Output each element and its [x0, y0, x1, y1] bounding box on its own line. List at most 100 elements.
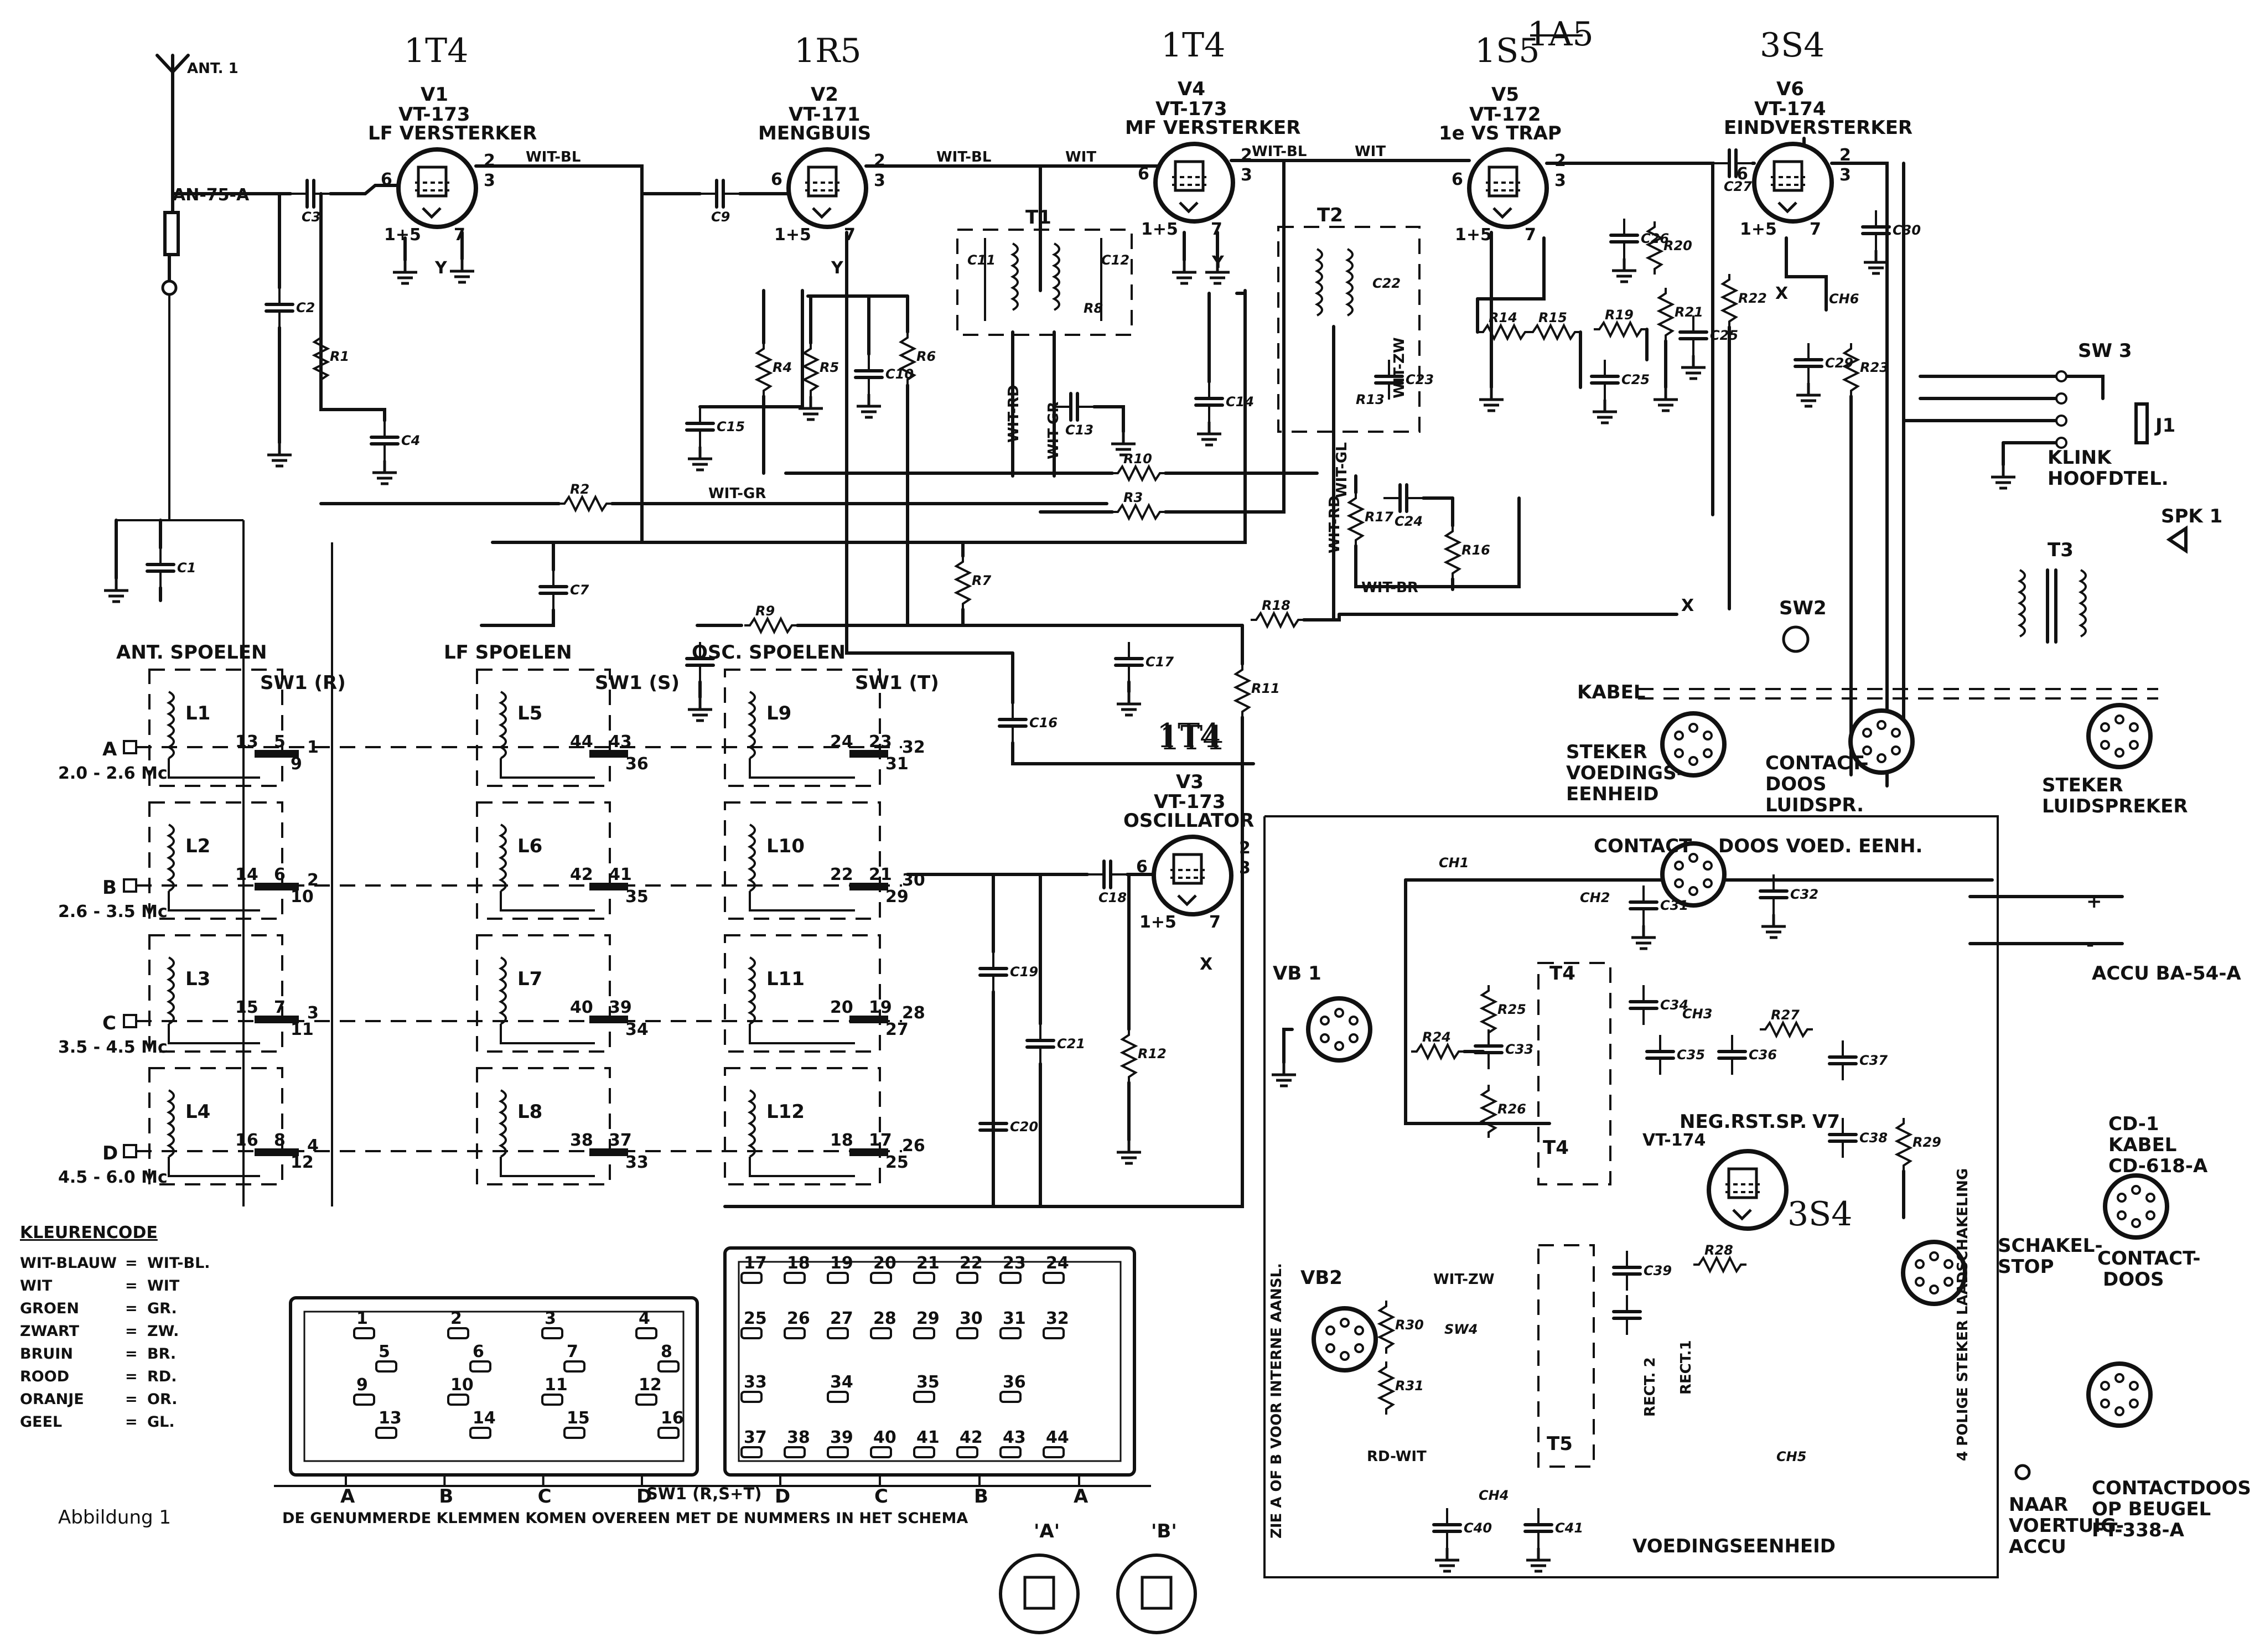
terminal-number: 17 [869, 1131, 892, 1150]
pin-label: 2 [874, 151, 885, 170]
band-letter: C [102, 1012, 116, 1034]
jack-caption: HOOFDTEL. [2048, 468, 2169, 490]
wafer-contact-number: 7 [567, 1342, 578, 1361]
wire [168, 1024, 260, 1044]
switch-label: SW2 [1779, 597, 1827, 619]
connector-caption: CONTACT- [2097, 1247, 2200, 1270]
wafer-contact-number: 22 [960, 1254, 983, 1273]
wafer-contact-number: 12 [639, 1375, 662, 1395]
ground-symbol [450, 259, 474, 282]
terminal-number: 26 [902, 1136, 925, 1156]
transformer-label: T2 [1317, 204, 1343, 226]
pin-marker: X [1775, 284, 1788, 303]
capacitor-label: C22 [1372, 276, 1401, 291]
wire [319, 384, 386, 422]
wire [1919, 375, 2105, 400]
capacitor-label: C14 [1226, 394, 1254, 410]
coil-can [148, 1067, 283, 1185]
wafer-contact-number: 24 [1046, 1254, 1069, 1273]
coil-can [476, 669, 611, 787]
wire [500, 1024, 595, 1044]
tube-handwritten-type: 3S4 [1760, 26, 1825, 65]
wire [749, 1157, 855, 1177]
capacitor-label: C33 [1505, 1042, 1533, 1057]
coil [1346, 248, 1354, 317]
battery-label: ACCU BA-54-A [2092, 962, 2241, 985]
resistor-label: R9 [755, 603, 775, 619]
switch-section-label: SW1 (S) [595, 672, 680, 694]
wafer-contact [1043, 1327, 1065, 1339]
choke-label: CH6 [1829, 291, 1859, 307]
inset-label: 'A' [1034, 1520, 1060, 1542]
wafer-contact [740, 1272, 763, 1284]
tube-function: MF VERSTERKER [1125, 117, 1300, 139]
pin-label: 1+5 [1141, 220, 1178, 239]
coil-group-title: OSC. SPOELEN [692, 641, 846, 664]
rf-coil [168, 824, 175, 892]
vacuum-tube-v5 [1469, 149, 1547, 227]
capacitor [1383, 485, 1423, 511]
wafer-contact-number: 28 [873, 1309, 896, 1328]
resistor-label: R17 [1365, 509, 1393, 525]
rectifier-label: RECT. 2 [1642, 1357, 1658, 1417]
wire-color-label: WIT-BL [936, 149, 991, 165]
speaker-label: SPK 1 [2161, 505, 2222, 527]
terminal-number: 25 [885, 1153, 909, 1172]
resistor-label: R11 [1251, 681, 1280, 696]
band-terminal [123, 878, 137, 893]
terminal-number: 22 [830, 865, 853, 884]
resistor [558, 496, 613, 511]
resistor-label: R23 [1860, 360, 1889, 375]
terminal-number: 19 [869, 998, 892, 1017]
capacitor [1614, 1251, 1640, 1291]
capacitor [700, 180, 740, 207]
wafer-contact [784, 1327, 806, 1339]
terminal-number: 16 [235, 1131, 258, 1150]
wafer-contact-number: 40 [873, 1428, 896, 1447]
capacitor-label: C30 [1893, 222, 1921, 238]
wire [1164, 289, 1286, 514]
ground-symbol [1526, 1548, 1551, 1571]
wafer-contact-number: 21 [916, 1254, 940, 1273]
vacuum-tube-v1 [398, 149, 476, 227]
ground-symbol [104, 578, 128, 602]
resistor [756, 342, 771, 397]
pin-label: 1+5 [384, 225, 421, 245]
capacitor [1719, 1035, 1745, 1075]
resistor-label: R25 [1497, 1002, 1526, 1017]
resistor [1235, 663, 1250, 718]
capacitor-label: C40 [1464, 1520, 1492, 1536]
terminal-number: 12 [291, 1153, 314, 1172]
switch-contact [255, 750, 299, 758]
band-letter: B [102, 877, 117, 899]
switch-section-label: SW1 (T) [855, 672, 939, 694]
inset-socket-diagram [999, 1553, 1080, 1634]
switch-contact [589, 1016, 628, 1023]
jack-contact [2055, 415, 2067, 427]
switch-label: SW 3 [2078, 340, 2132, 362]
switch-contact [255, 883, 299, 890]
tube-handwritten-type: 1T4 [1157, 717, 1221, 755]
wire [1282, 1028, 1294, 1064]
resistor [1526, 324, 1582, 340]
capacitor-label: C39 [1644, 1263, 1672, 1278]
capacitor [1087, 861, 1127, 888]
pin-label: 2 [1554, 151, 1566, 170]
pin-label: 2 [1839, 146, 1851, 165]
antenna-label: ANT. 1 [187, 60, 239, 77]
tube-type: VT-174 [1642, 1131, 1706, 1150]
capacitor [1614, 1295, 1640, 1335]
wafer-contact [563, 1360, 585, 1373]
tube-type: VT-174 [1754, 98, 1826, 120]
wafer-contact-number: 1 [356, 1309, 368, 1328]
tube-handwritten-type: 1S5 [1475, 32, 1540, 70]
wafer-contact-number: 36 [1003, 1373, 1026, 1392]
tube-handwritten-type: 1T4 [1159, 719, 1224, 758]
terminal-number: 15 [235, 998, 258, 1017]
terminal-number: 29 [885, 887, 909, 907]
rf-coil [749, 1089, 756, 1158]
wafer-contact-number: 13 [379, 1408, 402, 1428]
wafer-contact-number: 23 [1003, 1254, 1026, 1273]
switch-contact [849, 883, 888, 890]
choke-label: CH3 [1682, 1006, 1712, 1022]
